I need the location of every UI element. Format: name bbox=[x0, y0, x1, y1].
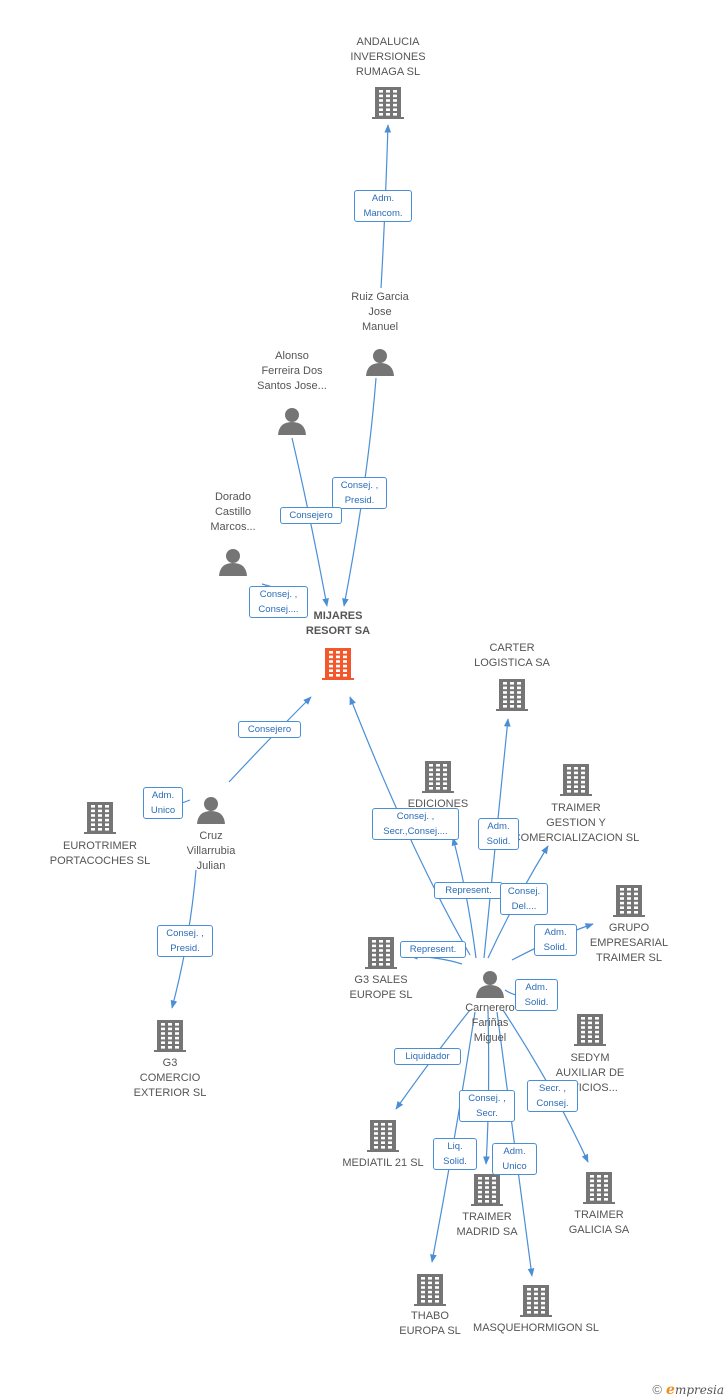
node-label-cruz[interactable]: Cruz Villarrubia Julian bbox=[186, 830, 236, 872]
relation-label[interactable]: Adm. Solid. bbox=[534, 924, 577, 956]
node-label-dorado[interactable]: Dorado Castillo Marcos... bbox=[210, 491, 256, 533]
relation-label[interactable]: Consej. , Secr. bbox=[459, 1090, 515, 1122]
node-label-mijares[interactable]: MIJARES RESORT SA bbox=[305, 610, 371, 637]
masquehormigon-building-icon[interactable] bbox=[520, 1285, 552, 1317]
relation-edge-cruz-mijares bbox=[228, 696, 312, 783]
node-label-andalucia[interactable]: ANDALUCIA INVERSIONES RUMAGA SL bbox=[350, 36, 426, 78]
node-label-ruiz[interactable]: Ruiz Garcia Jose Manuel bbox=[351, 291, 409, 333]
g3sales-building-icon[interactable] bbox=[365, 937, 397, 969]
grupo-building-icon[interactable] bbox=[613, 885, 645, 917]
sedym-building-icon[interactable] bbox=[574, 1014, 606, 1046]
alonso-person-icon[interactable] bbox=[278, 408, 306, 435]
brand-logo: empresia bbox=[666, 1382, 724, 1398]
copyright-icon: © bbox=[652, 1382, 663, 1397]
relation-label[interactable]: Consej. , Presid. bbox=[157, 925, 213, 957]
andalucia-building-icon[interactable] bbox=[372, 87, 404, 119]
mijares-building-icon[interactable] bbox=[322, 648, 354, 680]
relation-label[interactable]: Secr. , Consej. bbox=[527, 1080, 578, 1112]
node-label-alonso[interactable]: Alonso Ferreira Dos Santos Jose... bbox=[257, 350, 327, 392]
relation-label[interactable]: Consej. , Presid. bbox=[332, 477, 387, 509]
thabo-building-icon[interactable] bbox=[414, 1274, 446, 1306]
cruz-person-icon[interactable] bbox=[197, 797, 225, 824]
eurotrimer-building-icon[interactable] bbox=[84, 802, 116, 834]
node-label-eurotrimer[interactable]: EUROTRIMER PORTACOCHES SL bbox=[49, 840, 151, 867]
brand-footer: ©empresia bbox=[652, 1382, 724, 1398]
relation-label[interactable]: Liquidador bbox=[394, 1048, 461, 1065]
mediatil-building-icon[interactable] bbox=[367, 1120, 399, 1152]
relation-label[interactable]: Adm. Unico bbox=[143, 787, 183, 819]
relation-label[interactable]: Adm. Mancom. bbox=[354, 190, 412, 222]
node-label-grupo[interactable]: GRUPO EMPRESARIAL TRAIMER SL bbox=[589, 922, 669, 964]
traimer_gestion-building-icon[interactable] bbox=[560, 764, 592, 796]
node-label-carter[interactable]: CARTER LOGISTICA SA bbox=[474, 642, 550, 669]
relation-label[interactable]: Consejero bbox=[280, 507, 342, 524]
carnerero-person-icon[interactable] bbox=[476, 971, 504, 998]
node-label-traimer_galicia[interactable]: TRAIMER GALICIA SA bbox=[568, 1209, 630, 1236]
node-label-traimer_gestion[interactable]: TRAIMER GESTION Y COMERCIALIZACION SL bbox=[512, 802, 640, 844]
node-label-masquehormigon[interactable]: MASQUEHORMIGON SL bbox=[473, 1322, 599, 1334]
relation-label[interactable]: Adm. Solid. bbox=[478, 818, 519, 850]
relation-label[interactable]: Adm. Solid. bbox=[515, 979, 558, 1011]
relation-label[interactable]: Represent. bbox=[434, 882, 503, 899]
relation-label[interactable]: Consej. Del.... bbox=[500, 883, 548, 915]
node-label-g3comercio[interactable]: G3 COMERCIO EXTERIOR SL bbox=[133, 1057, 207, 1099]
traimer_madrid-building-icon[interactable] bbox=[471, 1174, 503, 1206]
carter-building-icon[interactable] bbox=[496, 679, 528, 711]
node-label-sedym[interactable]: SEDYM AUXILIAR DE ...VICIOS... bbox=[555, 1052, 625, 1094]
node-label-g3sales[interactable]: G3 SALES EUROPE SL bbox=[349, 974, 413, 1001]
g3comercio-building-icon[interactable] bbox=[154, 1020, 186, 1052]
ruiz-person-icon[interactable] bbox=[366, 349, 394, 376]
relation-label[interactable]: Liq. Solid. bbox=[433, 1138, 477, 1170]
node-label-thabo[interactable]: THABO EUROPA SL bbox=[399, 1310, 461, 1337]
relation-label[interactable]: Consejero bbox=[238, 721, 301, 738]
node-label-traimer_madrid[interactable]: TRAIMER MADRID SA bbox=[456, 1211, 518, 1238]
ediciones-building-icon[interactable] bbox=[422, 761, 454, 793]
node-label-mediatil[interactable]: MEDIATIL 21 SL bbox=[342, 1157, 424, 1169]
dorado-person-icon[interactable] bbox=[219, 549, 247, 576]
relation-label[interactable]: Adm. Unico bbox=[492, 1143, 537, 1175]
relation-label[interactable]: Consej. , Consej.... bbox=[249, 586, 308, 618]
node-label-carnerero[interactable]: Carnerero Fariñas Miguel bbox=[465, 1002, 515, 1044]
relation-label[interactable]: Consej. , Secr.,Consej.... bbox=[372, 808, 459, 840]
relation-label[interactable]: Represent. bbox=[400, 941, 466, 958]
traimer_galicia-building-icon[interactable] bbox=[583, 1172, 615, 1204]
